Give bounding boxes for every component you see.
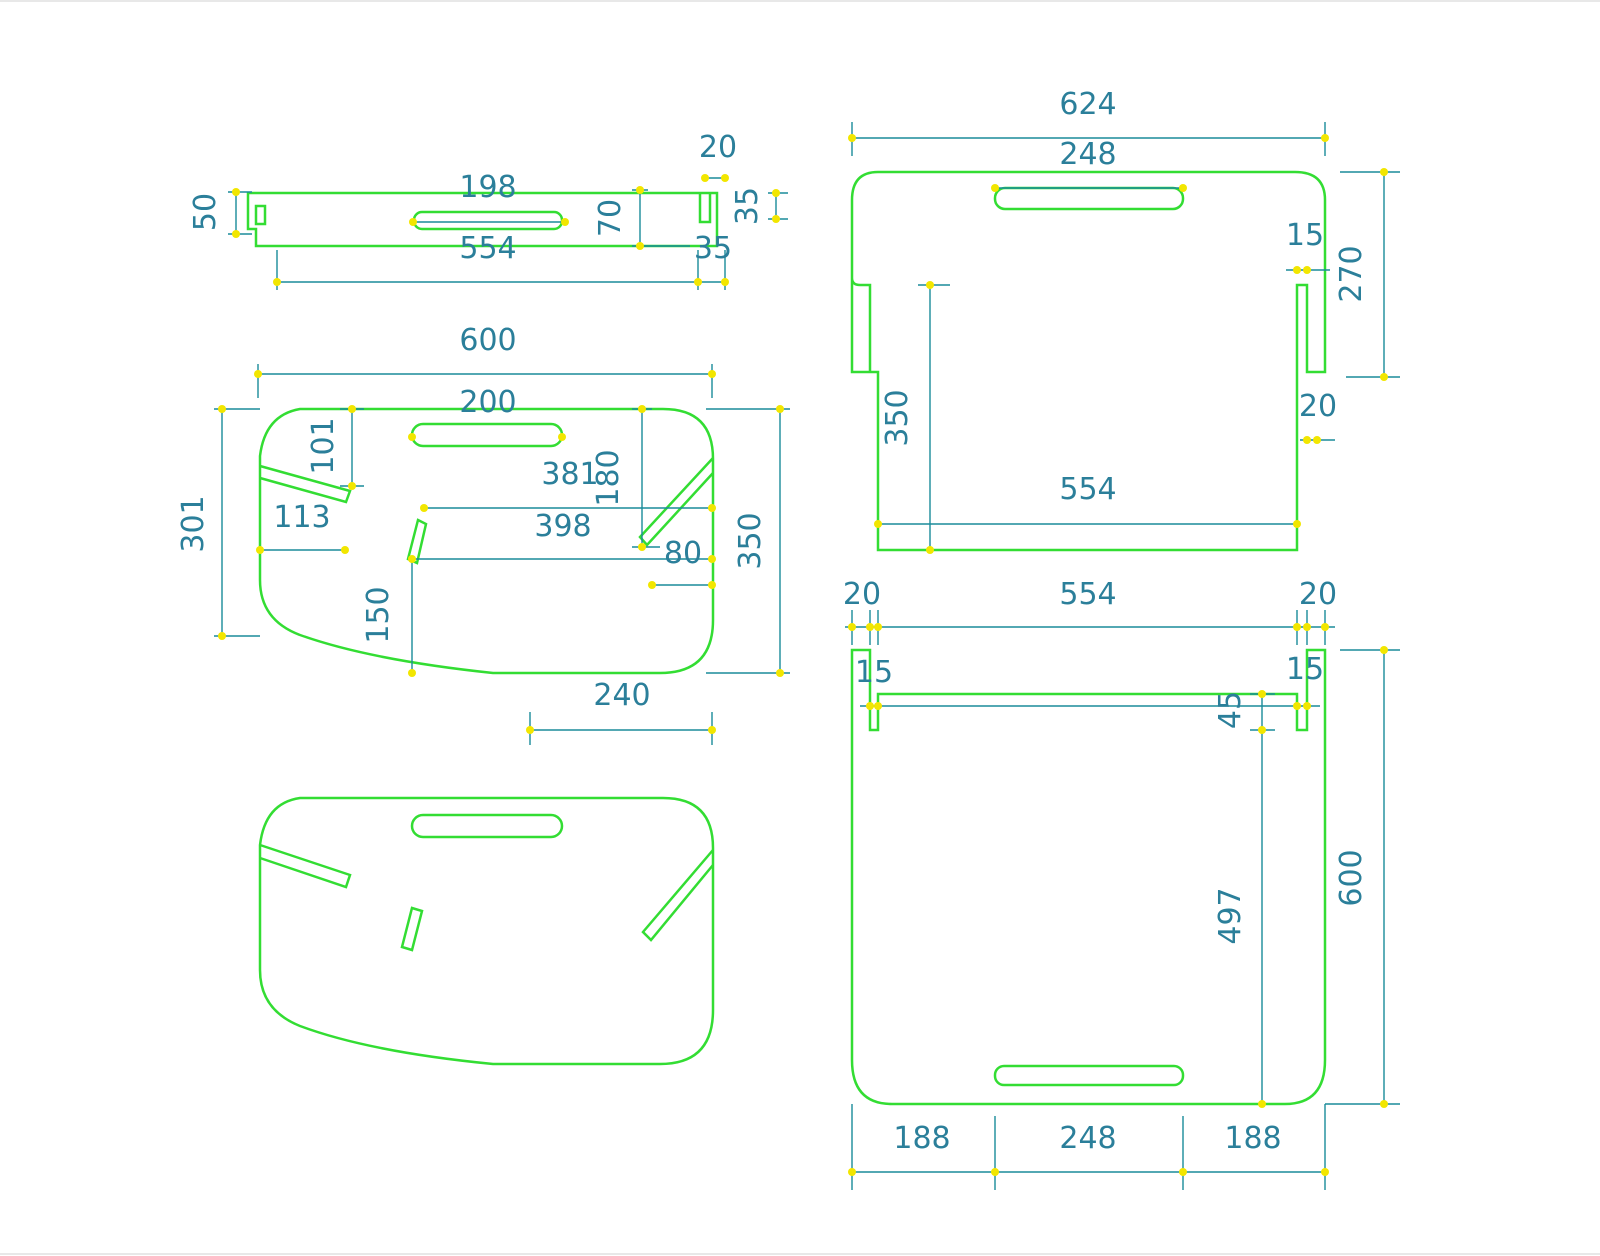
dim-base-handle-width: 248 [1059, 1121, 1116, 1156]
dim-side-slot-depth-right: 180 [591, 449, 626, 506]
side-panel-slot-center [406, 518, 428, 565]
dim-back-inner-width: 554 [1059, 472, 1116, 507]
top-strip-handle-slot [412, 210, 564, 231]
dim-base-margin-right: 188 [1224, 1121, 1281, 1156]
side-panel-copy-slot-center [400, 906, 424, 952]
dim-back-height: 350 [880, 389, 915, 446]
dim-side-slot-depth-left: 101 [306, 417, 341, 474]
dim-top-height: 50 [188, 193, 223, 231]
dim-side-height-right: 350 [733, 512, 768, 569]
dim-side-overall-width: 600 [459, 323, 516, 358]
dim-top-end-width: 35 [694, 231, 732, 266]
dim-base-depth: 600 [1334, 849, 1369, 906]
side-panel-outline [258, 407, 715, 675]
dim-top-notch-width: 20 [699, 130, 737, 165]
back-panel-dimlines [851, 122, 1400, 550]
dim-base-tab-depth: 45 [1213, 691, 1248, 729]
side-panel-copy-slot-left [259, 843, 352, 889]
dim-side-lower-height: 150 [361, 586, 396, 643]
dim-base-slot-left: 15 [855, 655, 893, 690]
dim-side-slot-span: 398 [534, 509, 591, 544]
side-panel-slot-left [259, 464, 352, 504]
base-panel-outline [850, 648, 1327, 1106]
top-strip-outline [246, 191, 719, 248]
side-panel-slot-right [638, 457, 714, 547]
side-panel-dimlines [214, 364, 790, 745]
dim-side-handle-width: 200 [459, 385, 516, 420]
dim-base-inner-width: 554 [1059, 577, 1116, 612]
side-panel-part: 600 200 301 101 113 381 180 398 80 350 1… [176, 323, 790, 745]
dim-back-slot-length: 270 [1334, 245, 1369, 302]
side-panel-handle-slot [410, 422, 564, 448]
dim-base-tab-left: 20 [843, 577, 881, 612]
dim-back-tab-width: 20 [1299, 389, 1337, 424]
dim-back-handle-width: 248 [1059, 137, 1116, 172]
base-panel-ticks [848, 623, 1388, 1176]
side-panel-copy-outline [258, 796, 715, 1066]
dim-top-notch-depth: 35 [730, 187, 765, 225]
dim-side-slot-offset-left: 113 [273, 500, 330, 535]
dim-side-bottom-width: 240 [593, 678, 650, 713]
dim-side-slot-gap: 80 [664, 536, 702, 571]
dim-back-slot-width: 15 [1286, 218, 1324, 253]
base-panel-part: 20 554 20 15 15 45 600 497 188 248 188 [843, 577, 1400, 1190]
dim-base-margin-left: 188 [893, 1121, 950, 1156]
side-panel-ticks [218, 370, 784, 734]
side-panel-copy-slot-right [641, 849, 714, 942]
back-panel-part: 624 248 15 270 350 20 554 [848, 87, 1400, 554]
top-strip-part: 198 554 20 35 50 70 35 [188, 130, 788, 290]
back-panel-handle-slot [993, 186, 1185, 211]
side-panel-copy [258, 796, 715, 1066]
dim-side-slot-x: 381 [541, 457, 598, 492]
dim-top-slot-length: 198 [459, 170, 516, 205]
dim-top-overall-length: 554 [459, 231, 516, 266]
top-strip-ticks [232, 174, 780, 286]
dim-base-slot-right: 15 [1286, 652, 1324, 687]
base-panel-handle-slot [993, 1064, 1185, 1087]
dim-top-slot-depth: 70 [593, 199, 628, 237]
dim-side-height-left: 301 [176, 495, 211, 552]
back-panel-ticks [848, 134, 1388, 554]
back-panel-outline [850, 170, 1327, 552]
dim-base-inner-depth: 497 [1213, 887, 1248, 944]
side-panel-copy-handle-slot [410, 813, 564, 839]
dim-back-overall-width: 624 [1059, 87, 1116, 122]
dim-base-tab-right: 20 [1299, 577, 1337, 612]
